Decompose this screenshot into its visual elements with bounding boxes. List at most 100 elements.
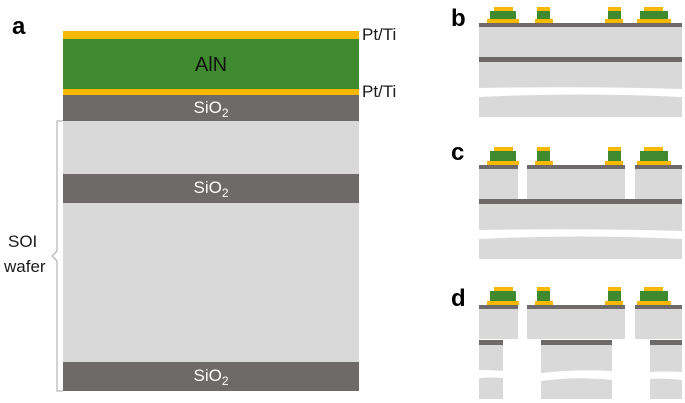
sio2-top-segment-2 bbox=[527, 165, 625, 169]
sio2-bottom-label: SiO2 bbox=[193, 366, 228, 388]
electrode-top-pt bbox=[644, 7, 663, 11]
pt-ti-bottom-layer bbox=[63, 89, 359, 95]
electrode-c-3 bbox=[605, 147, 623, 165]
silicon-device-layer bbox=[63, 121, 359, 174]
electrode-bottom-pt bbox=[487, 19, 519, 23]
pt-ti-bottom-label: Pt/Ti bbox=[362, 82, 396, 101]
electrode-aln bbox=[537, 151, 550, 161]
pt-ti-top-layer bbox=[63, 31, 359, 39]
electrode-bottom-pt bbox=[637, 161, 671, 165]
panel-d: d bbox=[451, 285, 682, 399]
sio2-top-base: SiO bbox=[193, 98, 221, 117]
electrode-aln bbox=[608, 151, 621, 161]
electrode-top-pt bbox=[644, 147, 663, 151]
sio2-top-segment-1 bbox=[479, 165, 518, 169]
sio2-bottom-layer bbox=[63, 362, 359, 391]
electrode-aln bbox=[640, 151, 668, 161]
sio2-top-thin bbox=[479, 23, 682, 27]
silicon-device-segment-3 bbox=[635, 169, 682, 199]
electrode-c-1 bbox=[487, 147, 519, 165]
panel-b-label: b bbox=[451, 5, 466, 32]
panel-d-label: d bbox=[451, 285, 466, 312]
electrode-aln bbox=[537, 291, 550, 301]
electrode-d-2 bbox=[535, 287, 553, 305]
sio2-top-segment-3 bbox=[635, 165, 682, 169]
aln-layer bbox=[63, 39, 359, 89]
electrode-c-4 bbox=[637, 147, 671, 165]
panel-c-label: c bbox=[451, 139, 464, 166]
electrode-bottom-pt bbox=[487, 161, 519, 165]
handle-pillar-2-lower bbox=[541, 378, 612, 399]
electrode-aln bbox=[537, 11, 550, 19]
electrode-top-pt bbox=[608, 147, 621, 151]
soi-label-line1: SOI bbox=[8, 232, 37, 251]
electrode-bottom-pt bbox=[535, 301, 553, 305]
electrode-top-pt bbox=[608, 7, 621, 11]
electrode-bottom-pt bbox=[637, 301, 671, 305]
handle-pillar-1-upper bbox=[479, 345, 503, 371]
electrode-b-4 bbox=[637, 7, 671, 23]
silicon-device-segment-1 bbox=[479, 309, 518, 339]
sio2-bottom-base: SiO bbox=[193, 366, 221, 385]
handle-pillar-1-lower bbox=[479, 377, 503, 399]
handle-pillar-3-lower bbox=[650, 378, 682, 399]
silicon-device-layer bbox=[479, 27, 682, 57]
electrode-top-pt bbox=[494, 7, 513, 11]
electrode-top-pt bbox=[494, 147, 513, 151]
sio2-buried-pillar-2 bbox=[541, 340, 612, 345]
panel-a: a Pt/Ti AlN Pt/Ti SiO2 SiO2 SiO2 SOI waf… bbox=[3, 13, 396, 392]
electrode-bottom-pt bbox=[637, 19, 671, 23]
electrode-bottom-pt bbox=[605, 19, 623, 23]
silicon-handle-upper bbox=[479, 204, 682, 231]
electrode-bottom-pt bbox=[535, 19, 553, 23]
aln-label: AlN bbox=[195, 54, 227, 76]
electrode-c-2 bbox=[535, 147, 553, 165]
electrode-top-pt bbox=[537, 7, 550, 11]
sio2-buried-subscript: 2 bbox=[222, 186, 229, 200]
electrode-d-4 bbox=[637, 287, 671, 305]
sio2-bottom-subscript: 2 bbox=[222, 374, 229, 388]
electrode-top-pt bbox=[644, 287, 663, 291]
silicon-device-segment-2 bbox=[527, 169, 625, 199]
electrode-top-pt bbox=[494, 287, 513, 291]
silicon-handle-lower bbox=[479, 236, 682, 259]
electrode-aln bbox=[490, 151, 516, 161]
handle-pillar-2-upper bbox=[541, 345, 612, 373]
silicon-handle-lower bbox=[479, 94, 682, 117]
sio2-top-layer bbox=[63, 95, 359, 121]
electrode-bottom-pt bbox=[487, 301, 519, 305]
sio2-buried-pillar-3 bbox=[650, 340, 682, 345]
handle-pillar-3-upper bbox=[650, 345, 682, 372]
electrode-top-pt bbox=[537, 147, 550, 151]
electrode-aln bbox=[640, 11, 668, 19]
sio2-buried-pillar-1 bbox=[479, 340, 503, 345]
soi-wafer-bracket bbox=[51, 120, 63, 392]
sio2-buried-layer bbox=[63, 174, 359, 203]
electrode-d-3 bbox=[605, 287, 623, 305]
silicon-handle-upper bbox=[479, 62, 682, 89]
electrode-aln bbox=[608, 291, 621, 301]
electrode-b-2 bbox=[535, 7, 553, 23]
silicon-device-segment-3 bbox=[635, 309, 682, 339]
panel-b: b bbox=[451, 5, 682, 117]
electrode-bottom-pt bbox=[535, 161, 553, 165]
electrode-bottom-pt bbox=[605, 161, 623, 165]
electrode-d-1 bbox=[487, 287, 519, 305]
sio2-top-subscript: 2 bbox=[222, 106, 229, 120]
sio2-buried-thin bbox=[479, 199, 682, 204]
electrode-bottom-pt bbox=[605, 301, 623, 305]
electrode-aln bbox=[608, 11, 621, 19]
electrode-b-3 bbox=[605, 7, 623, 23]
sio2-buried-thin bbox=[479, 57, 682, 62]
sio2-buried-label: SiO2 bbox=[193, 178, 228, 200]
electrode-aln bbox=[640, 291, 668, 301]
electrode-aln bbox=[490, 11, 516, 19]
electrode-aln bbox=[490, 291, 516, 301]
electrode-b-1 bbox=[487, 7, 519, 23]
silicon-handle-layer bbox=[63, 203, 359, 362]
sio2-top-segment-1 bbox=[479, 305, 518, 309]
pt-ti-top-label: Pt/Ti bbox=[362, 25, 396, 44]
electrode-top-pt bbox=[608, 287, 621, 291]
sio2-buried-base: SiO bbox=[193, 178, 221, 197]
